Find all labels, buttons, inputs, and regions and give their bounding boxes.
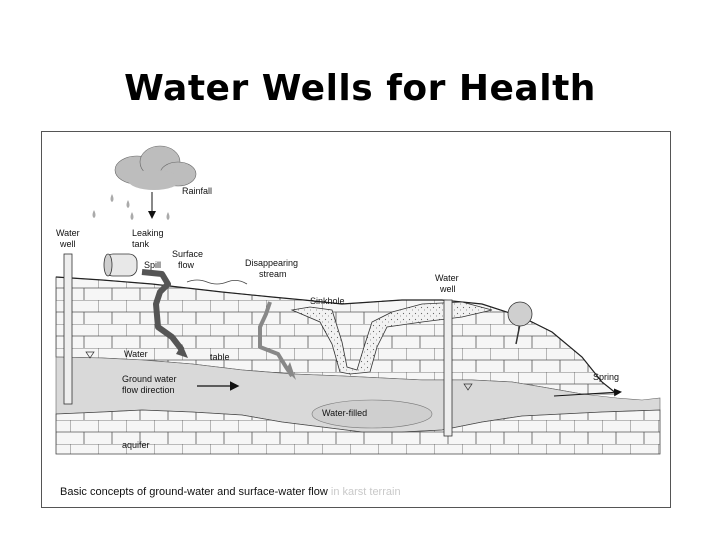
label-ground-water-1: Ground water bbox=[122, 374, 177, 384]
disappearing-stream bbox=[258, 301, 294, 378]
label-water-filled: Water-filled bbox=[322, 408, 367, 418]
label-disappearing-stream-2: stream bbox=[259, 269, 287, 279]
diagram-caption: Basic concepts of ground-water and surfa… bbox=[60, 486, 401, 498]
water-filled-cave bbox=[311, 399, 433, 429]
water-well-right bbox=[443, 299, 453, 437]
label-leaking-tank-1: Leaking bbox=[132, 228, 164, 238]
water-table-marker-left bbox=[85, 351, 95, 359]
spring-flow-line bbox=[553, 388, 622, 397]
spill-plume bbox=[141, 269, 185, 352]
rain-cloud-icon bbox=[114, 145, 197, 190]
caption-text: Basic concepts of ground-water and surfa… bbox=[60, 486, 328, 498]
label-water-well-left-1: Water bbox=[56, 228, 80, 238]
label-ground-water-2: flow direction bbox=[122, 385, 175, 395]
label-rainfall: Rainfall bbox=[182, 186, 212, 196]
water-table-marker-right bbox=[463, 383, 473, 391]
spill-plume-arrow bbox=[176, 344, 188, 358]
water-well-left bbox=[63, 253, 73, 405]
stream-arrow bbox=[286, 362, 296, 380]
raindrops bbox=[92, 194, 170, 220]
label-sinkhole: Sinkhole bbox=[310, 296, 345, 306]
label-spill: Spill bbox=[144, 260, 161, 270]
label-disappearing-stream-1: Disappearing bbox=[245, 258, 298, 268]
sinkhole bbox=[290, 301, 493, 375]
limestone-lower bbox=[55, 409, 661, 455]
leaking-tank-icon bbox=[103, 253, 138, 277]
label-spring: Spring bbox=[593, 372, 619, 382]
label-leaking-tank-2: tank bbox=[132, 239, 150, 249]
slide-title: Water Wells for Health bbox=[124, 68, 596, 109]
label-surface-flow-2: flow bbox=[178, 260, 195, 270]
tree-icon bbox=[507, 301, 533, 345]
label-water-well-right-2: well bbox=[439, 284, 456, 294]
land-surface bbox=[55, 276, 618, 395]
label-table: table bbox=[210, 352, 230, 362]
label-aquifer: aquifer bbox=[122, 440, 150, 450]
label-water: Water bbox=[124, 349, 148, 359]
label-water-well-left-2: well bbox=[59, 239, 76, 249]
surface-flow-line bbox=[186, 279, 248, 285]
label-water-well-right-1: Water bbox=[435, 273, 459, 283]
caption-faded-text: in karst terrain bbox=[330, 486, 401, 498]
diagram-frame: Rainfall Water well Leaking tank Spill S… bbox=[41, 131, 671, 508]
label-surface-flow-1: Surface bbox=[172, 249, 203, 259]
karst-groundwater-diagram: Rainfall Water well Leaking tank Spill S… bbox=[55, 145, 661, 455]
